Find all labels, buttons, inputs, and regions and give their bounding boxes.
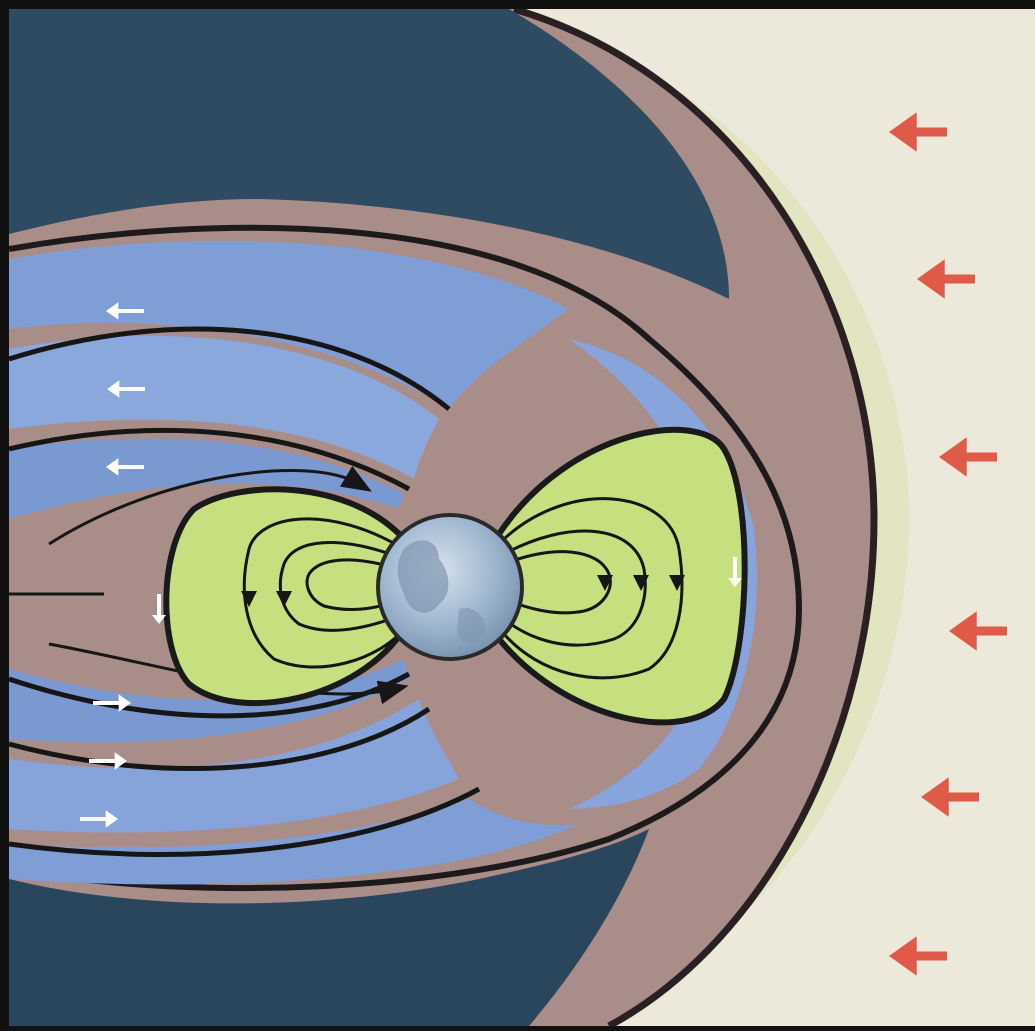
- earth-globe: [378, 515, 522, 659]
- magnetosphere-illustration: [9, 9, 1035, 1026]
- earth: [378, 515, 522, 659]
- magnetosphere-diagram: [9, 9, 1035, 1026]
